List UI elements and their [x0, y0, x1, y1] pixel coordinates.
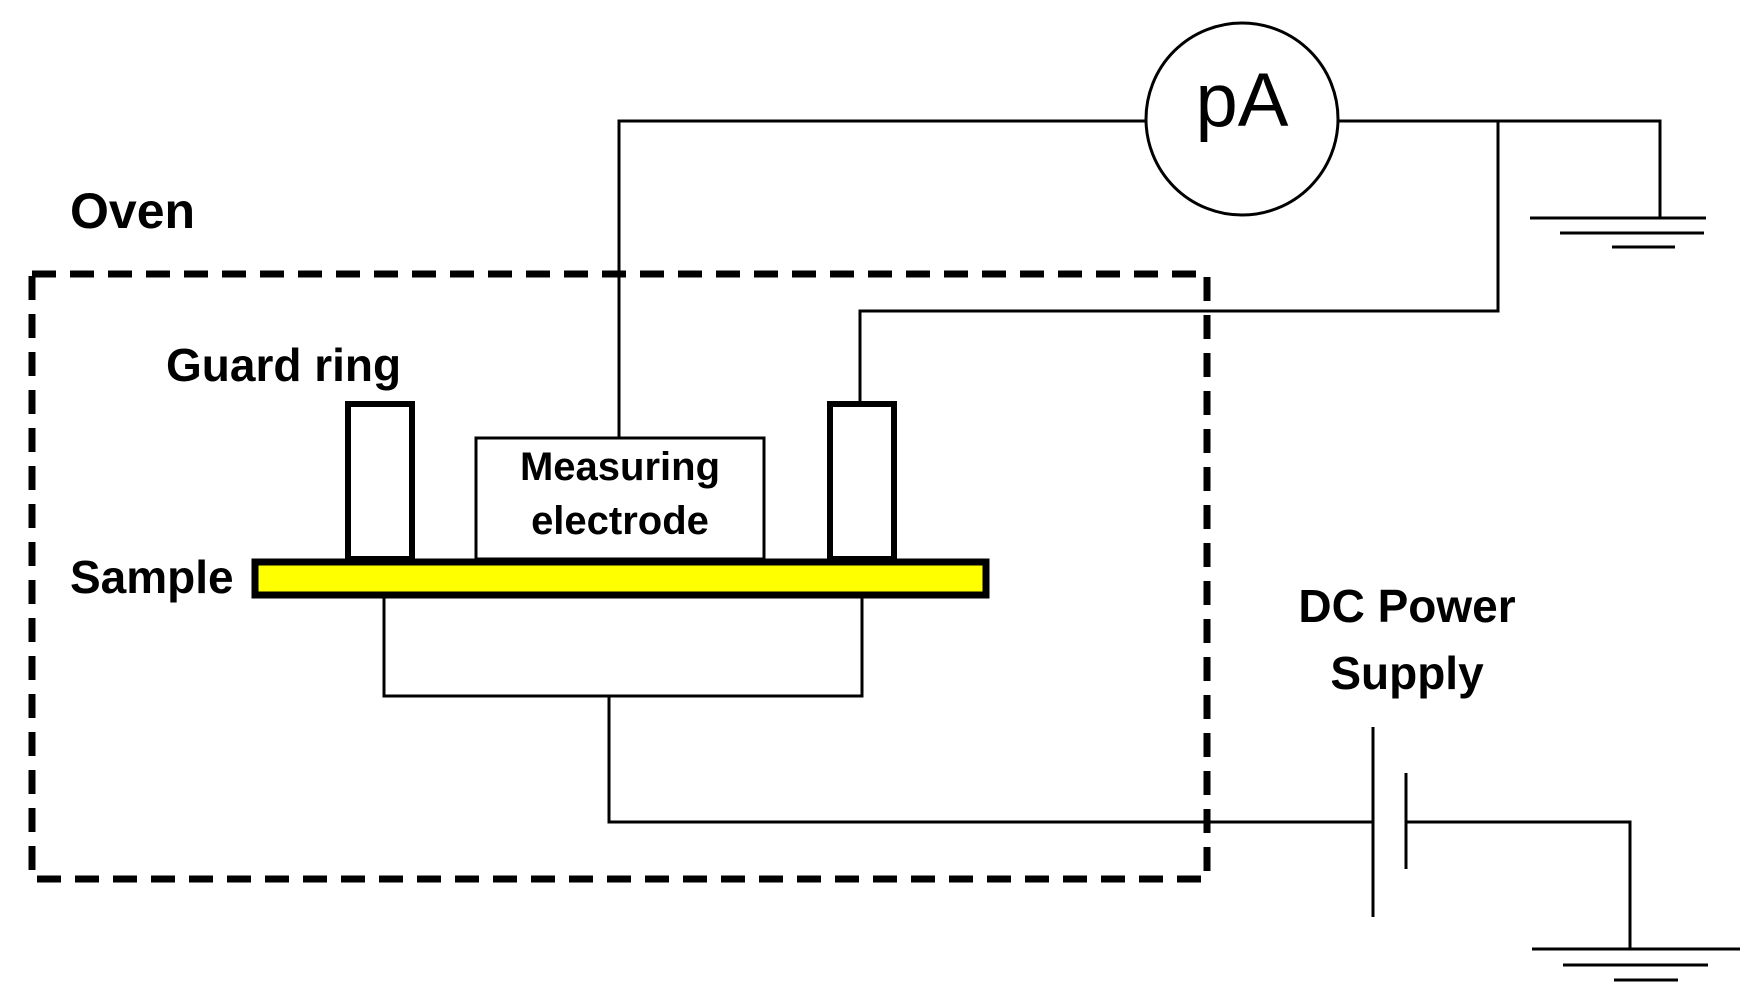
- sample-label: Sample: [70, 551, 234, 603]
- supply-to-ground-wire: [1406, 820, 1632, 949]
- guard-ring-right: [827, 401, 897, 562]
- oven-label: Oven: [70, 183, 195, 239]
- bottom-to-supply-wire: [607, 696, 1373, 824]
- dc-power-supply-label-line2: Supply: [1330, 647, 1484, 699]
- guard-ring-left: [345, 401, 415, 562]
- bottom-ground-icon: [1532, 947, 1740, 982]
- measuring-electrode-label-line2: electrode: [531, 499, 709, 543]
- picoammeter-symbol: [1144, 21, 1340, 217]
- battery-icon: [1371, 727, 1408, 917]
- dc-power-supply-label-line1: DC Power: [1298, 580, 1515, 632]
- bottom-electrode-wire: [382, 597, 864, 698]
- sample-bar: [251, 558, 990, 599]
- top-ground-icon: [1530, 216, 1706, 249]
- picoammeter-to-ground-wire: [1338, 119, 1662, 218]
- picoammeter-label: pA: [1196, 58, 1289, 143]
- measuring-electrode-label-line1: Measuring: [520, 445, 720, 489]
- measuring-electrode-wire: [617, 119, 1146, 438]
- guard-ring-wire: [858, 121, 1500, 404]
- guard-ring-label: Guard ring: [166, 339, 401, 391]
